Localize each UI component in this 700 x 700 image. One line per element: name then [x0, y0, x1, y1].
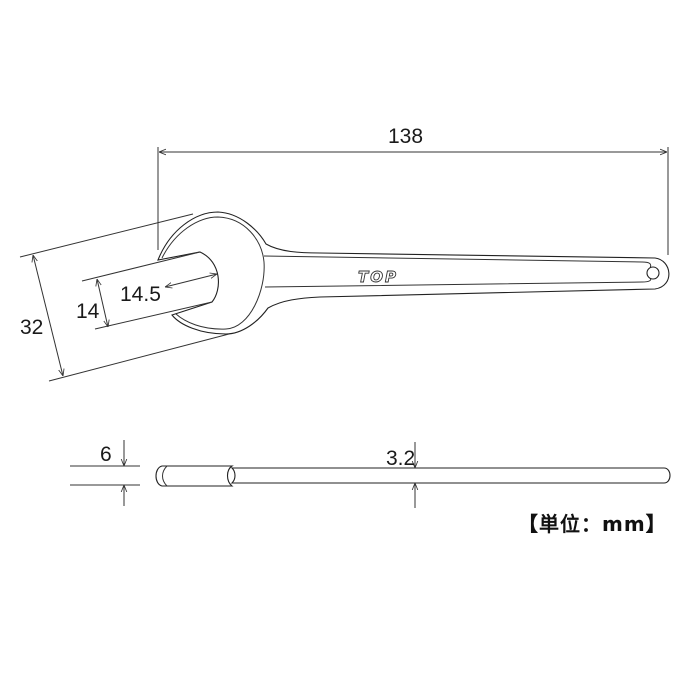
- side-handle: [230, 467, 671, 484]
- label-32: 32: [20, 316, 43, 339]
- side-head: [155, 465, 234, 487]
- logo-top: TOP: [358, 268, 398, 286]
- dimension-overall-length: 138: [157, 125, 669, 255]
- label-14: 14: [76, 300, 100, 323]
- label-6: 6: [100, 443, 112, 466]
- label-3-2: 3.2: [386, 447, 415, 470]
- dimension-jaw-depth: 14.5: [120, 274, 217, 306]
- unit-label: 【単位：mm】: [518, 512, 667, 536]
- dimension-head-width: 32: [19, 213, 230, 382]
- wrench-outline: [157, 211, 670, 335]
- wrench-side-view: 6 3.2: [70, 440, 671, 508]
- hang-hole: [646, 266, 660, 280]
- label-138: 138: [388, 125, 423, 148]
- label-14-5: 14.5: [120, 283, 161, 306]
- wrench-top-view: TOP: [157, 211, 670, 335]
- dimension-jaw-opening: 14: [76, 251, 213, 330]
